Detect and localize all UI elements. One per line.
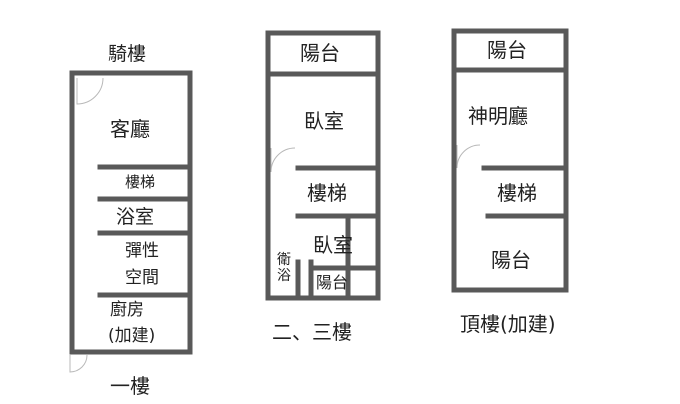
rooftop-front-balcony-label: 陽台 [487, 38, 527, 62]
second-floor-stairs-label: 樓梯 [307, 181, 347, 205]
flex-space-label-line2: 空間 [125, 268, 159, 288]
first-floor-title: 一樓 [110, 374, 150, 398]
arcade-label: 騎樓 [108, 43, 147, 65]
kitchen-label-line2: (加建) [108, 326, 156, 346]
second-floor-front-balcony-label: 陽台 [300, 41, 340, 65]
door-arc [76, 77, 104, 105]
second-floor-back-bedroom-label: 臥室 [313, 233, 353, 257]
kitchen-label-line1: 廚房 [110, 300, 144, 320]
door-arc [69, 354, 88, 373]
second-floor-front-bedroom-label: 臥室 [304, 109, 344, 133]
second-third-floor-title: 二、三樓 [272, 320, 352, 344]
rooftop-title: 頂樓(加建) [460, 312, 556, 336]
living-room-label: 客廳 [110, 117, 150, 141]
bathroom-label: 浴室 [116, 206, 155, 228]
shrine-hall-label: 神明廳 [468, 104, 528, 128]
door-arc [456, 144, 481, 169]
second-third-floor-walls [265, 30, 381, 301]
door-arc [270, 147, 296, 173]
second-floor-bathroom-label: 衛浴 [277, 252, 291, 284]
rooftop-walls [451, 28, 569, 293]
rooftop-stairs-label: 樓梯 [497, 181, 537, 205]
rooftop-back-balcony-label: 陽台 [491, 248, 531, 272]
first-floor-stairs-label: 樓梯 [125, 173, 156, 191]
second-floor-back-balcony-label: 陽台 [316, 273, 349, 292]
first-floor-walls [69, 70, 193, 355]
flex-space-label-line1: 彈性 [125, 241, 159, 261]
